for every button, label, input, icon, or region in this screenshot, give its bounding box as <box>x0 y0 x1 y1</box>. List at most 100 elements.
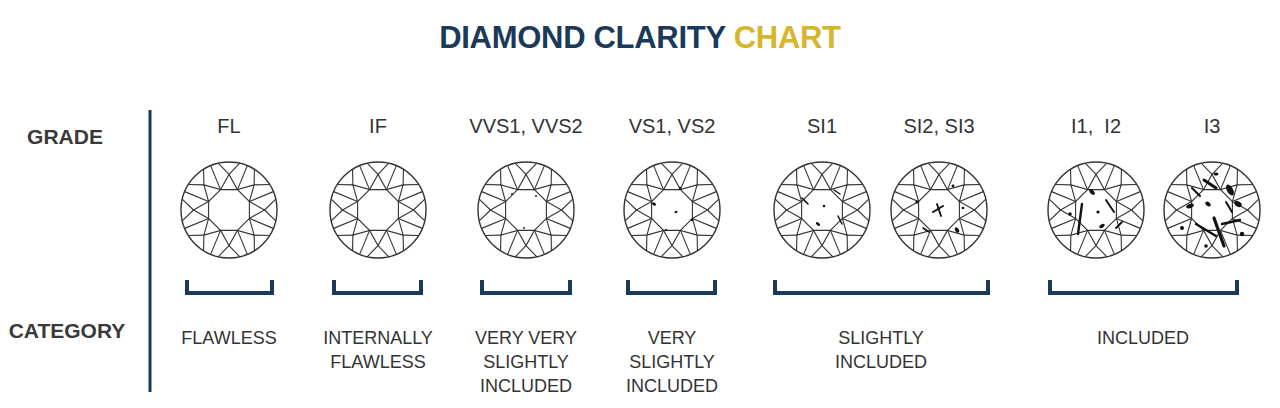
line-shape <box>1168 218 1192 228</box>
line-shape <box>229 246 240 257</box>
inclusion <box>815 221 821 226</box>
line-shape <box>352 235 353 251</box>
line-shape <box>500 169 501 185</box>
line-shape <box>229 163 240 174</box>
polygon-shape <box>919 190 960 231</box>
line-shape <box>708 199 719 210</box>
grade-label: VS1, VS2 <box>592 114 752 138</box>
polygon-shape <box>491 175 562 246</box>
line-shape <box>482 218 506 228</box>
line-shape <box>254 235 270 236</box>
line-shape <box>367 246 378 257</box>
line-shape <box>403 169 404 185</box>
circle-shape <box>1048 162 1144 258</box>
line-shape <box>1132 199 1143 210</box>
inclusion <box>511 193 513 195</box>
diamond-icon <box>891 162 987 258</box>
line-shape <box>185 218 209 228</box>
row-heading: CATEGORY <box>0 318 134 344</box>
inclusion <box>1226 202 1232 212</box>
line-shape <box>947 166 957 190</box>
line-shape <box>1104 166 1114 190</box>
line-shape <box>680 166 690 190</box>
line-shape <box>218 163 229 174</box>
inclusion <box>1240 232 1244 236</box>
grade-label: SI1 <box>742 114 902 138</box>
line-shape <box>546 192 570 202</box>
diamond-icon <box>1164 162 1260 258</box>
grade-label: IF <box>298 114 458 138</box>
line-shape <box>1070 235 1071 251</box>
line-shape <box>804 230 814 254</box>
line-shape <box>804 166 814 190</box>
category-label: SLIGHTLY INCLUDED <box>820 326 942 374</box>
line-shape <box>822 163 833 174</box>
line-shape <box>211 166 221 190</box>
line-shape <box>830 166 840 190</box>
category-bracket <box>775 280 988 293</box>
chart-title: DIAMOND CLARITY <box>439 20 726 56</box>
line-shape <box>1237 184 1253 185</box>
row-heading: GRADE <box>5 124 125 150</box>
line-shape <box>964 235 980 236</box>
line-shape <box>185 192 209 202</box>
line-shape <box>842 192 866 202</box>
line-shape <box>697 184 713 185</box>
line-shape <box>975 210 986 221</box>
circle-shape <box>181 162 277 258</box>
line-shape <box>398 192 422 202</box>
line-shape <box>646 235 647 251</box>
inclusion <box>1233 200 1242 208</box>
inclusion <box>1214 173 1219 176</box>
line-shape <box>551 169 552 185</box>
category-label: VERY VERY SLIGHTLY INCLUDED <box>465 326 587 398</box>
line-shape <box>1055 235 1071 236</box>
line-shape <box>479 210 490 221</box>
inclusion <box>1204 201 1211 208</box>
circle-shape <box>330 162 426 258</box>
inclusion <box>1078 204 1082 234</box>
line-shape <box>551 184 567 185</box>
line-shape <box>1232 192 1256 202</box>
line-shape <box>1212 246 1223 257</box>
line-shape <box>526 163 537 174</box>
inclusion <box>962 207 965 210</box>
line-shape <box>697 169 698 185</box>
line-shape <box>939 246 950 257</box>
line-shape <box>625 210 636 221</box>
inclusion <box>915 200 918 203</box>
polygon-shape <box>506 190 547 231</box>
line-shape <box>485 235 501 236</box>
line-shape <box>254 235 255 251</box>
line-shape <box>842 218 866 228</box>
line-shape <box>188 184 204 185</box>
line-shape <box>331 199 342 210</box>
line-shape <box>1121 169 1122 185</box>
polygon-shape <box>802 190 843 231</box>
circle-shape <box>774 162 870 258</box>
line-shape <box>921 230 931 254</box>
line-shape <box>203 235 204 251</box>
inclusion <box>1088 188 1096 196</box>
line-shape <box>403 235 404 251</box>
circle-shape <box>891 162 987 258</box>
diamond-icon <box>478 162 574 258</box>
line-shape <box>895 218 919 228</box>
line-shape <box>1070 169 1071 185</box>
line-shape <box>1085 163 1096 174</box>
line-shape <box>237 166 247 190</box>
inclusion <box>1222 220 1240 224</box>
polygon-shape <box>904 175 975 246</box>
line-shape <box>378 246 389 257</box>
line-shape <box>775 210 786 221</box>
line-shape <box>830 230 840 254</box>
line-shape <box>697 235 713 236</box>
line-shape <box>964 184 980 185</box>
line-shape <box>265 199 276 210</box>
line-shape <box>1121 184 1137 185</box>
line-shape <box>398 218 422 228</box>
line-shape <box>1052 192 1076 202</box>
line-shape <box>515 246 526 257</box>
line-shape <box>482 192 506 202</box>
inclusion <box>1106 200 1114 212</box>
